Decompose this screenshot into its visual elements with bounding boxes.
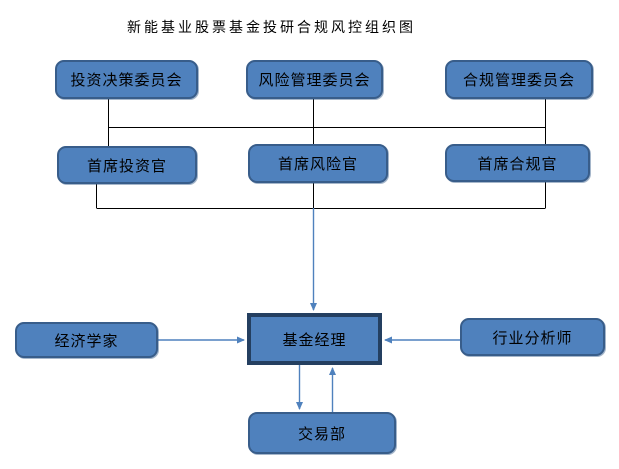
node-economist-label: 经济学家	[54, 331, 119, 350]
node-chief-risk-officer-label: 首席风险官	[277, 155, 358, 173]
flow-arrows	[158, 208, 460, 412]
node-chief-investment-officer: 首席投资官	[57, 146, 197, 184]
node-industry-analyst-label: 行业分析师	[492, 328, 573, 347]
node-fund-manager: 基金经理	[247, 313, 382, 365]
node-investment-committee: 投资决策委员会	[55, 60, 198, 99]
node-trading-department-label: 交易部	[297, 424, 346, 443]
node-trading-department: 交易部	[248, 412, 396, 454]
node-fund-manager-label: 基金经理	[282, 330, 347, 349]
node-economist: 经济学家	[15, 322, 158, 358]
node-chief-risk-officer: 首席风险官	[248, 144, 388, 183]
officer-merge-bracket	[96, 182, 546, 209]
node-chief-investment-officer-label: 首席投资官	[86, 156, 167, 175]
node-chief-compliance-officer-label: 首席合规官	[477, 154, 558, 173]
node-compliance-committee-label: 合规管理委员会	[462, 71, 575, 89]
node-chief-compliance-officer: 首席合规官	[445, 144, 590, 182]
committee-officer-bracket	[108, 99, 546, 146]
node-investment-committee-label: 投资决策委员会	[70, 71, 183, 89]
diagram-title: 新能基业股票基金投研合规风控组织图	[127, 20, 416, 36]
node-risk-committee-label: 风险管理委员会	[258, 71, 371, 89]
node-compliance-committee: 合规管理委员会	[445, 60, 593, 99]
node-risk-committee: 风险管理委员会	[246, 60, 383, 99]
node-industry-analyst: 行业分析师	[460, 318, 605, 356]
